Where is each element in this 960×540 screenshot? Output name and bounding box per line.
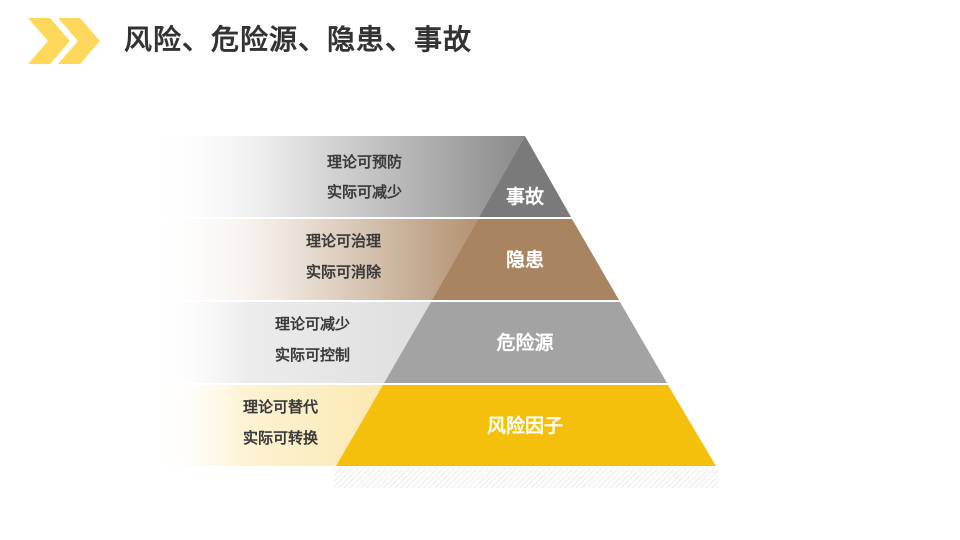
- tier-factor-label: 风险因子: [487, 414, 563, 437]
- tier-source: 理论可减少 实际可控制 危险源: [150, 302, 667, 383]
- tier-factor-note-2: 实际可转换: [243, 429, 319, 447]
- chevron-right-icon: [28, 18, 100, 64]
- tier-factor-band: [150, 385, 383, 466]
- tier-source-band: [150, 302, 431, 383]
- tier-accident-band: [150, 136, 525, 217]
- tier-accident-note-1: 理论可预防: [327, 153, 402, 171]
- tier-source-segment: [384, 302, 667, 383]
- tier-accident-segment: [479, 136, 571, 217]
- tier-factor-segment: [336, 385, 716, 466]
- tier-source-label: 危险源: [496, 331, 553, 354]
- tier-source-note-2: 实际可控制: [275, 346, 350, 364]
- tier-source-note-1: 理论可减少: [275, 315, 350, 333]
- tier-accident-label: 事故: [506, 185, 545, 208]
- pyramid-base-shadow: [334, 468, 718, 488]
- tier-hazard-band: [150, 219, 478, 300]
- tier-factor: 理论可替代 实际可转换 风险因子: [150, 385, 716, 466]
- page-title: 风险、危险源、隐患、事故: [124, 23, 473, 56]
- tier-accident: 理论可预防 实际可减少 事故: [150, 136, 571, 217]
- tier-hazard-note-2: 实际可消除: [306, 263, 382, 281]
- tier-hazard-segment: [432, 219, 619, 300]
- tier-hazard: 理论可治理 实际可消除 隐患: [150, 219, 619, 300]
- tier-accident-note-2: 实际可减少: [327, 183, 402, 201]
- tier-hazard-label: 隐患: [506, 248, 544, 271]
- tier-factor-note-1: 理论可替代: [243, 398, 318, 416]
- tier-hazard-note-1: 理论可治理: [306, 232, 381, 250]
